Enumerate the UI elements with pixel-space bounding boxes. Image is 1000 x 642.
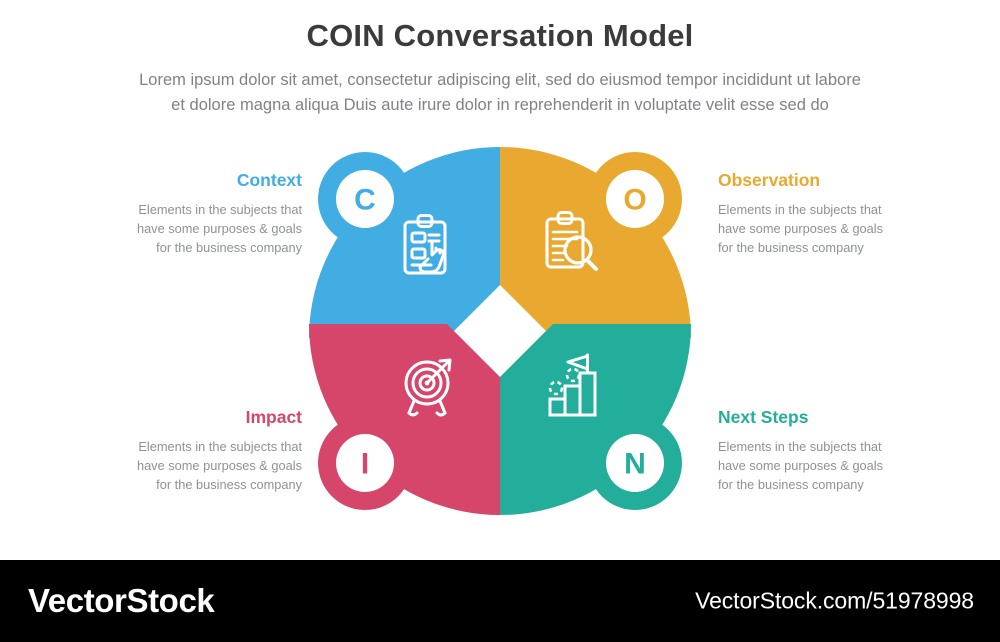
segment-body-observation — [500, 147, 691, 338]
segment-observation[interactable]: O — [500, 147, 691, 338]
segment-badge-observation — [606, 170, 664, 228]
footer-bar: VectorStock VectorStock.com/51978998 — [0, 560, 1000, 642]
description-line-3: for the business company — [718, 240, 864, 256]
segment-body-next-steps — [500, 324, 691, 515]
description-line-3: for the business company — [156, 477, 302, 493]
header: COIN Conversation Model Lorem ipsum dolo… — [0, 18, 1000, 119]
description-line-2: have some purposes & goals — [718, 458, 884, 474]
segment-description-impact: Elements in the subjects that have some … — [52, 437, 302, 495]
description-line-1: Elements in the subjects that — [138, 439, 302, 454]
vectorstock-url: VectorStock.com/51978998 — [695, 587, 974, 614]
segment-next-steps[interactable]: N — [500, 324, 691, 515]
description-line-2: have some purposes & goals — [136, 458, 302, 474]
segment-badge-context — [336, 170, 394, 228]
page-title: COIN Conversation Model — [306, 18, 694, 53]
segment-text-next-steps: Next Steps Elements in the subjects that… — [718, 407, 968, 495]
description-line-3: for the business company — [156, 240, 302, 256]
description-line-1: Elements in the subjects that — [718, 439, 882, 454]
segment-text-observation: Observation Elements in the subjects tha… — [718, 170, 968, 258]
segment-impact[interactable]: I — [309, 324, 500, 515]
segment-description-next-steps: Elements in the subjects that have some … — [718, 437, 968, 495]
page-subtitle: Lorem ipsum dolor sit amet, consectetur … — [50, 68, 950, 119]
segment-label-next-steps: Next Steps — [718, 407, 809, 427]
description-line-2: have some purposes & goals — [718, 221, 884, 237]
segment-label-impact: Impact — [245, 407, 302, 427]
segment-letter-observation: O — [623, 184, 646, 217]
segment-letter-impact: I — [361, 448, 369, 481]
segment-description-context: Elements in the subjects that have some … — [52, 200, 302, 258]
segment-badge-next-steps — [606, 434, 664, 492]
segment-description-observation: Elements in the subjects that have some … — [718, 200, 968, 258]
segment-label-context: Context — [236, 170, 302, 190]
segment-text-context: Context Elements in the subjects that ha… — [52, 170, 302, 258]
coin-wheel-diagram: C O I — [295, 133, 705, 531]
description-line-1: Elements in the subjects that — [718, 202, 882, 217]
segment-letter-context: C — [354, 184, 376, 217]
vectorstock-logo: VectorStock — [28, 582, 215, 619]
segment-text-impact: Impact Elements in the subjects that hav… — [52, 407, 302, 495]
subtitle-line-2: et dolore magna aliqua Duis aute irure d… — [171, 96, 829, 115]
subtitle-line-1: Lorem ipsum dolor sit amet, consectetur … — [139, 70, 861, 89]
segment-context[interactable]: C — [309, 147, 500, 338]
segment-label-observation: Observation — [718, 170, 821, 190]
description-line-2: have some purposes & goals — [136, 221, 302, 237]
segment-letter-next-steps: N — [624, 448, 646, 481]
segment-body-impact — [309, 324, 500, 515]
description-line-3: for the business company — [718, 477, 864, 493]
description-line-1: Elements in the subjects that — [138, 202, 302, 217]
segment-badge-impact — [336, 434, 394, 492]
